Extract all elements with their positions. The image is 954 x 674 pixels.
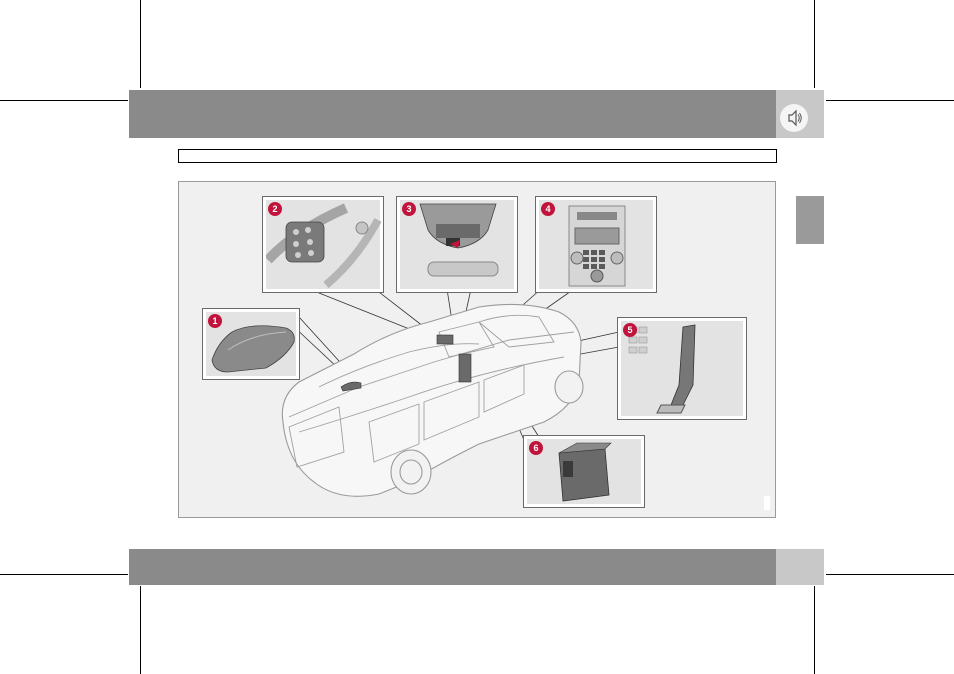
crop-mark-tr-h	[826, 100, 954, 101]
crop-mark-tl-h	[0, 100, 128, 101]
crop-mark-bl-v	[140, 586, 141, 674]
component-location-figure: 1 2	[178, 181, 776, 518]
console-marker	[459, 354, 471, 382]
callout-badge-4: 4	[541, 202, 555, 216]
chapter-tab	[796, 196, 824, 244]
inset-1-roof-antenna: 1	[202, 308, 300, 380]
inset-4-center-console: 4	[535, 196, 657, 293]
inset-3-overhead-console: 3	[396, 196, 518, 293]
callout-badge-1: 1	[208, 314, 222, 328]
callout-badge-5: 5	[623, 323, 637, 337]
figure-code-mark	[764, 496, 770, 510]
speaker-icon	[780, 104, 808, 132]
section-title-box	[178, 149, 777, 163]
crop-mark-tr-v	[814, 0, 815, 88]
inset-6-module-unit: 6	[523, 435, 645, 508]
crop-mark-tl-v	[140, 0, 141, 88]
callout-badge-6: 6	[529, 441, 543, 455]
inset-5-handset-holder: 5	[617, 317, 747, 420]
footer-side-panel	[776, 549, 824, 585]
crop-mark-br-v	[814, 586, 815, 674]
overhead-marker	[437, 335, 453, 344]
footer-band	[129, 549, 776, 585]
inset-2-steering-keypad: 2	[262, 196, 384, 293]
crop-mark-bl-h	[0, 574, 128, 575]
callout-badge-3: 3	[402, 202, 416, 216]
header-band	[129, 90, 776, 138]
crop-mark-br-h	[826, 574, 954, 575]
callout-badge-2: 2	[268, 202, 282, 216]
